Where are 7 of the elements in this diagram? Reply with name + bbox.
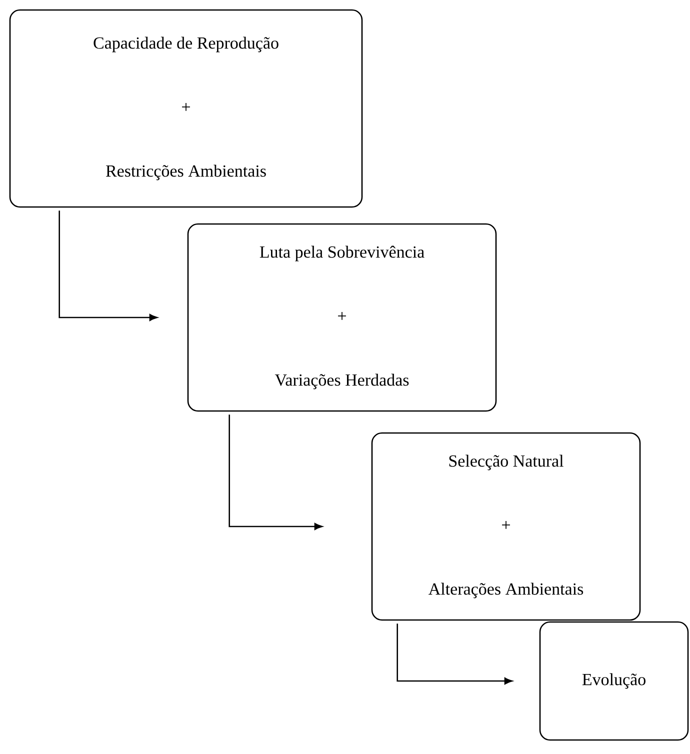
process-box: Selecção Natural + Alterações Ambientais (371, 432, 641, 621)
arrow (228, 414, 322, 530)
process-box: Luta pela Sobrevivência + Variações Herdadas (187, 223, 497, 412)
arrow (58, 210, 158, 321)
arrow (396, 624, 512, 684)
process-box: Evolução (539, 621, 689, 741)
process-box: Capacidade de Reprodução + Restricções Ambientais (9, 9, 363, 208)
